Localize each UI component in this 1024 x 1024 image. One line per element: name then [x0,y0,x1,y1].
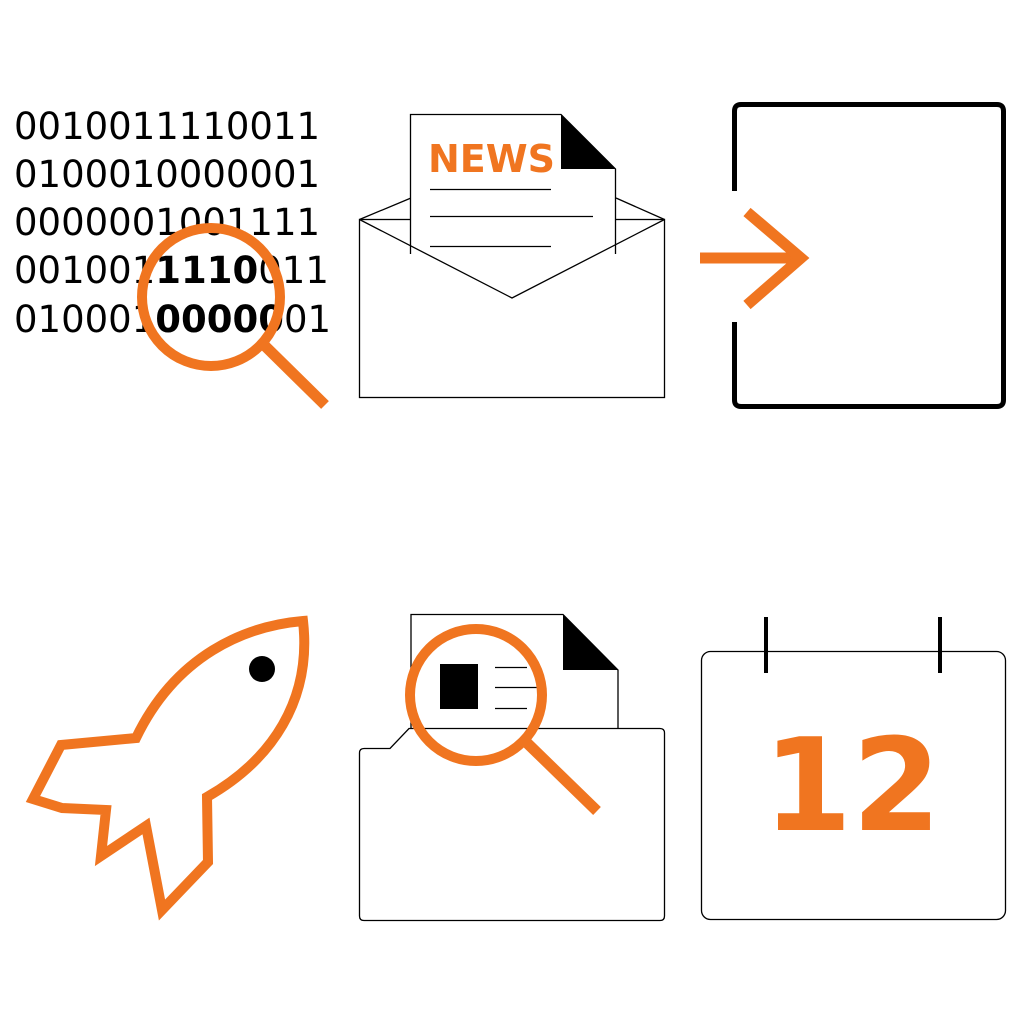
folder-magnifier-handle-icon [521,737,601,815]
envelope-front-flap [359,218,665,299]
news-label: NEWS [428,137,555,181]
folder-document-corner-fold [563,614,618,670]
binary-line-1: 0010011110011 [14,105,320,148]
binary-line-3: 0000001001111 [14,201,320,244]
folder-search-icon [358,613,666,922]
binary-line-2: 0100010000001 [14,153,320,196]
binary-line-4-pre: 001001 [14,249,155,292]
binary-line-5-bold: 00000 [155,298,284,341]
binary-line-4: 0010011110011 [14,249,329,292]
rocket-window-icon [249,656,275,682]
news-sheet-corner-fold [561,114,616,169]
binary-line-5-post: 01 [284,298,331,341]
calendar-page [700,650,1007,921]
folder-magnifier-lens-icon [405,624,547,766]
arrow-head-icon [743,207,810,310]
calendar-day-number: 12 [763,712,941,861]
newsletter-envelope-icon: NEWS [358,113,666,399]
binary-line-5: 0100010000001 [14,298,331,341]
binary-line-5-pre: 010001 [14,298,155,341]
magnifier-lens-icon [137,223,285,371]
rocket-body-icon [25,615,310,921]
envelope-back-flap-right [615,197,665,221]
binary-line-4-bold: 1110 [155,249,258,292]
rocket-icon [25,615,310,921]
news-sheet [409,113,617,254]
binary-line-2-pre: 0100010000001 [14,153,320,196]
profile-photo-icon [440,664,478,709]
sign-in-arrow-icon [700,102,1006,409]
binary-line-1-pre: 0010011 [14,105,179,148]
folder-body [358,727,666,922]
magnifier-handle-icon [258,339,329,409]
door-frame [732,102,1006,409]
envelope-back-flap [359,197,412,221]
binary-line-1-post: 110011 [179,105,320,148]
calendar-icon: 12 [700,617,1007,921]
binary-line-3-pre: 0000001001111 [14,201,320,244]
binary-search-icon: 0010011110011 0100010000001 000000100111… [14,105,331,409]
